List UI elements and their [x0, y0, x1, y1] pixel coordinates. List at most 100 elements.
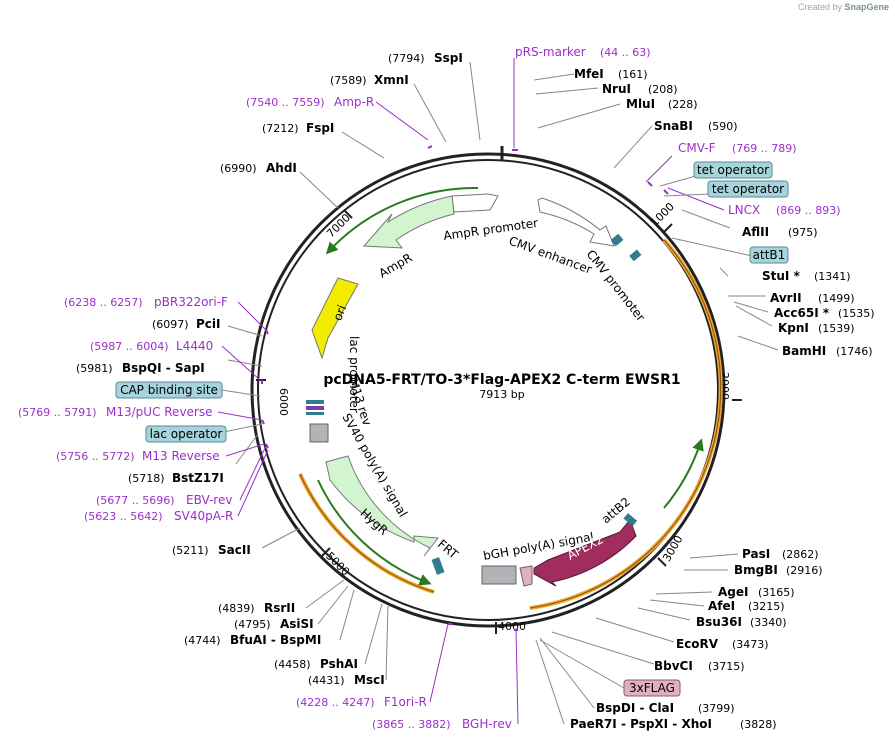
enzyme-pos-aflii: (975) — [788, 226, 818, 239]
primer-name-lncx: LNCX — [728, 203, 760, 217]
primer-name-ebv-rev: EBV-rev — [186, 493, 232, 507]
ampr-label: AmpR — [377, 251, 415, 281]
lac-promoter-label: lac promoter — [347, 336, 361, 413]
enzyme-name-afei: AfeI — [708, 599, 735, 613]
enzyme-name-ahdi: AhdI — [266, 161, 297, 175]
enzyme-name-ecorv: EcoRV — [676, 637, 719, 651]
enzyme-pos-afei: (3215) — [748, 600, 785, 613]
cmv-promoter-label: CMV promoter — [584, 247, 648, 324]
enzyme-pos-sspi: (7794) — [388, 52, 425, 65]
primer-name-cmv-f: CMV-F — [678, 141, 716, 155]
enzyme-name-mlui: MluI — [626, 97, 655, 111]
orange-arc-right-inner — [529, 239, 722, 609]
ampr-feature — [362, 195, 455, 249]
feature-box-lac-operator: lac operator — [145, 425, 227, 443]
primer-marks — [261, 145, 669, 631]
enzyme-name-snabi: SnaBI — [654, 119, 693, 133]
m13-marker-3 — [306, 412, 324, 415]
primer-range-bgh-rev: (3865 .. 3882) — [372, 718, 451, 731]
snapgene-credit: Created by SnapGene — [798, 2, 889, 12]
feature-box-cap-binding-site: CAP binding site — [115, 381, 223, 399]
enzyme-name-bfuai: BfuAI - BspMI — [230, 633, 321, 647]
primer-range-prs-marker: (44 .. 63) — [600, 46, 651, 59]
cmv-enhancer-feature — [537, 197, 615, 247]
enzyme-leader-lines — [227, 61, 779, 725]
enzyme-pos-mfei: (161) — [618, 68, 648, 81]
feature-box-label: attB1 — [753, 248, 786, 262]
enzyme-name-kpni: KpnI — [778, 321, 809, 335]
ori-label: ori — [330, 303, 349, 323]
enzyme-pos-bbvci: (3715) — [708, 660, 745, 673]
enzyme-pos-bstz17i: (5718) — [128, 472, 165, 485]
enzyme-pos-xmni: (7589) — [330, 74, 367, 87]
enzyme-pos-msci: (4431) — [308, 674, 345, 687]
feature-box-label: lac operator — [150, 427, 223, 441]
enzyme-pos-bamhi: (1746) — [836, 345, 873, 358]
enzyme-pos-pshai: (4458) — [274, 658, 311, 671]
ori-feature — [311, 277, 359, 360]
enzyme-name-pcii: PciI — [196, 317, 221, 331]
primer-range-amp-r: (7540 .. 7559) — [246, 96, 325, 109]
primer-name-amp-r: Amp-R — [334, 95, 374, 109]
feature-box-tet-operator-1: tet operator — [693, 161, 773, 179]
enzyme-pos-pasi: (2862) — [782, 548, 819, 561]
enzyme-pos-paer7i: (3828) — [740, 718, 777, 731]
primer-name-pbr322ori-f: pBR322ori-F — [154, 295, 228, 309]
green-arrow-ampr — [325, 186, 479, 255]
primer-range-cmv-f: (769 .. 789) — [732, 142, 797, 155]
backbone-outer-ring — [250, 152, 726, 628]
enzyme-name-bstz17i: BstZ17I — [172, 471, 224, 485]
primer-range-sv40pa-r: (5623 .. 5642) — [84, 510, 163, 523]
plasmid-size: 7913 bp — [479, 388, 524, 401]
enzyme-name-fspi: FspI — [306, 121, 334, 135]
primer-name-m13-puc: M13/pUC Reverse — [106, 405, 213, 419]
primer-name-bgh-rev: BGH-rev — [462, 717, 512, 731]
enzyme-name-xmni: XmnI — [374, 73, 409, 87]
primer-name-prs-marker: pRS-marker — [515, 45, 586, 59]
enzyme-pos-nrui: (208) — [648, 83, 678, 96]
enzyme-name-paer7i: PaeR7I - PspXI - XhoI — [570, 717, 712, 731]
ampr-promoter-feature — [451, 193, 499, 213]
enzyme-pos-bspqi: (5981) — [76, 362, 113, 375]
enzyme-pos-snabi: (590) — [708, 120, 738, 133]
enzyme-pos-agei: (3165) — [758, 586, 795, 599]
enzyme-pos-ahdi: (6990) — [220, 162, 257, 175]
enzyme-pos-ecorv: (3473) — [732, 638, 769, 651]
enzyme-name-bspqi: BspQI - SapI — [122, 361, 205, 375]
attb2-marker — [623, 513, 638, 527]
enzyme-name-bmgbi: BmgBI — [734, 563, 778, 577]
box-leader-lines — [221, 175, 753, 689]
backbone-inner-ring — [257, 159, 719, 621]
enzyme-name-bsu36i: Bsu36I — [696, 615, 742, 629]
feature-box-label: 3xFLAG — [629, 681, 675, 695]
enzyme-pos-bmgbi: (2916) — [786, 564, 823, 577]
enzyme-name-bamhi: BamHI — [782, 344, 826, 358]
enzyme-pos-pcii: (6097) — [152, 318, 189, 331]
enzyme-name-pasi: PasI — [742, 547, 770, 561]
enzyme-pos-kpni: (1539) — [818, 322, 855, 335]
teal-marker-2 — [629, 249, 642, 262]
bgh-polya-feature — [481, 565, 517, 585]
enzyme-name-msci: MscI — [354, 673, 385, 687]
flag-arrow — [519, 565, 533, 587]
plasmid-name: pcDNA5-FRT/TO-3*Flag-APEX2 C-term EWSR1 — [323, 372, 680, 388]
enzyme-pos-acc65i: (1535) — [838, 307, 875, 320]
primer-leader-lines — [217, 58, 725, 725]
cmv-enhancer-label: CMV enhancer — [507, 234, 594, 277]
m13-marker-2 — [306, 406, 324, 410]
enzyme-pos-mlui: (228) — [668, 98, 698, 111]
primer-range-m13-puc: (5769 .. 5791) — [18, 406, 97, 419]
enzyme-pos-bsu36i: (3340) — [750, 616, 787, 629]
primer-name-sv40pa-r: SV40pA-R — [174, 509, 233, 523]
primer-range-ebv-rev: (5677 .. 5696) — [96, 494, 175, 507]
enzyme-name-bspdi: BspDI - ClaI — [596, 701, 674, 715]
primer-name-m13-reverse: M13 Reverse — [142, 449, 220, 463]
enzyme-name-bbvci: BbvCI — [654, 659, 693, 673]
enzyme-pos-rsrii: (4839) — [218, 602, 255, 615]
enzyme-name-aflii: AflII — [742, 225, 769, 239]
enzyme-name-avrii: AvrII — [770, 291, 802, 305]
primer-range-pbr322ori-f: (6238 .. 6257) — [64, 296, 143, 309]
primer-name-l4440: L4440 — [176, 339, 213, 353]
feature-box-tet-operator-2: tet operator — [707, 180, 789, 198]
